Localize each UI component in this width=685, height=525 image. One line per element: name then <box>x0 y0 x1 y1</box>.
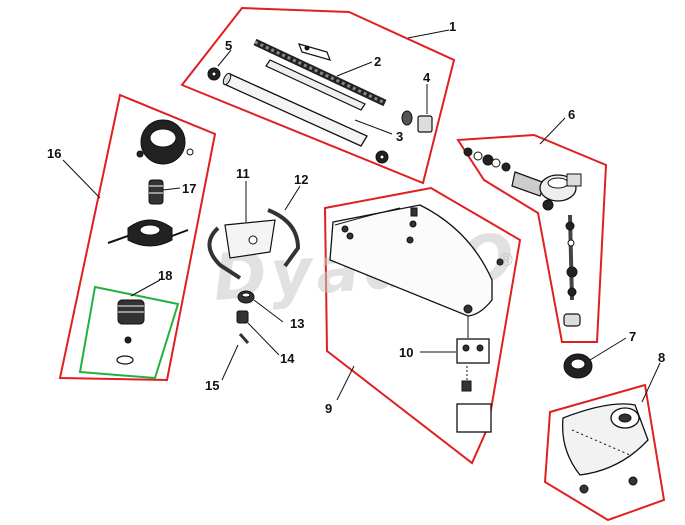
callout-14: 14 <box>280 351 295 366</box>
callout-3: 3 <box>396 129 403 144</box>
group-outline-small-guard <box>543 383 666 522</box>
callout-17: 17 <box>182 181 196 196</box>
group-outline-gearbox <box>456 133 608 343</box>
callout-18: 18 <box>158 268 172 283</box>
callout-4: 4 <box>423 70 431 85</box>
callout-15: 15 <box>205 378 219 393</box>
part-drive-shaft-assembly <box>207 38 433 164</box>
part-gearbox-assembly <box>463 147 582 327</box>
callout-16: 16 <box>47 146 61 161</box>
part-nut <box>563 353 593 379</box>
callout-5: 5 <box>225 38 232 53</box>
group-outline-trimmer-head <box>58 93 217 382</box>
part-small-fittings <box>207 208 301 344</box>
callout-8: 8 <box>658 350 665 365</box>
callout-9: 9 <box>325 401 332 416</box>
watermark-registered-mark: ® <box>497 250 515 271</box>
callout-12: 12 <box>294 172 308 187</box>
callout-10: 10 <box>399 345 413 360</box>
callout-11: 11 <box>236 166 250 181</box>
part-small-guard <box>561 403 649 494</box>
leader-lines <box>62 29 661 403</box>
part-trimmer-head-assembly <box>107 119 194 365</box>
callout-1: 1 <box>449 19 456 34</box>
callout-6: 6 <box>568 107 575 122</box>
group-outline-spool <box>78 285 180 380</box>
callout-numbers: 1 2 3 4 5 6 7 8 9 10 11 12 13 14 15 16 1… <box>47 19 665 416</box>
part-guard-assembly <box>329 204 504 433</box>
callout-7: 7 <box>629 329 636 344</box>
group-outline-drive-shaft <box>180 6 456 185</box>
callout-13: 13 <box>290 316 304 331</box>
callout-2: 2 <box>374 54 381 69</box>
